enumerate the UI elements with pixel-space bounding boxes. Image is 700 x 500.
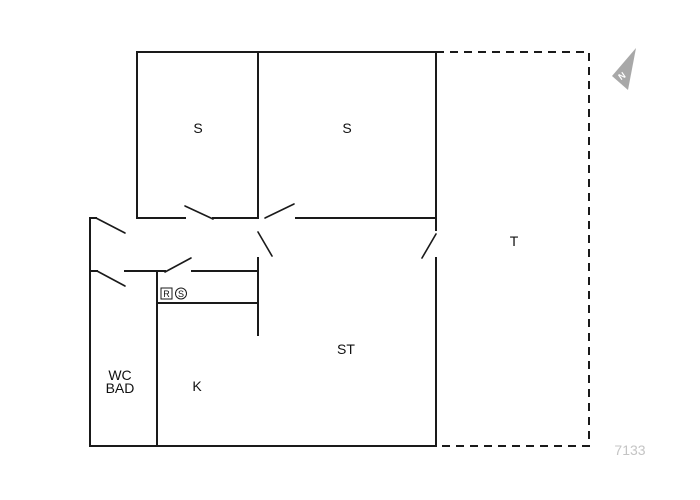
compass-n-label: N: [616, 70, 627, 82]
room-label-kitchen: K: [192, 378, 202, 394]
room-label-living: ST: [337, 341, 355, 357]
stove-symbol: S: [175, 287, 187, 300]
room-label-bedroom-left: S: [193, 120, 202, 136]
stove-label: S: [178, 289, 184, 299]
room-label-bath-line2: BAD: [106, 380, 135, 396]
plan-number: 7133: [614, 442, 645, 458]
room-label-bath-line1: WC: [108, 367, 131, 383]
room-label-terrace: T: [510, 233, 519, 249]
room-labels: S S T ST K WC BAD: [106, 120, 519, 396]
fridge-label: R: [163, 289, 170, 299]
walls: [89, 51, 437, 447]
fridge-symbol: R: [160, 287, 173, 300]
room-label-bedroom-right: S: [342, 120, 351, 136]
terrace-outline: [436, 51, 590, 447]
doors: [95, 203, 437, 287]
compass: N: [612, 48, 636, 90]
